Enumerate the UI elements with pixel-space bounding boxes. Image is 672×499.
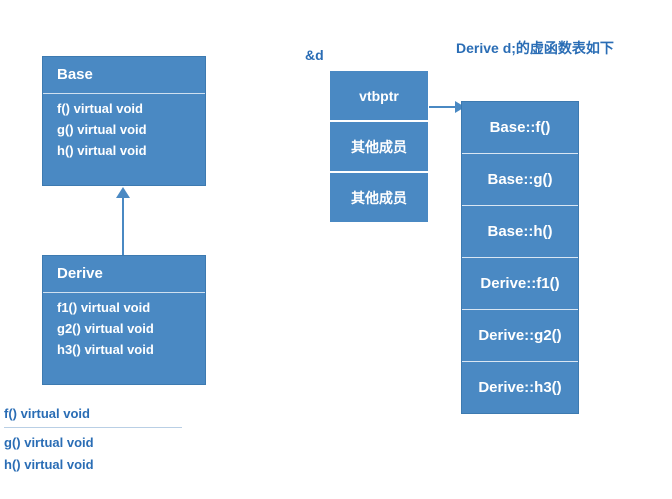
bottom-list-item: f() virtual void [4, 406, 90, 421]
class-member: h3() virtual void [57, 342, 154, 357]
object-cell-vtbptr: vtbptr [329, 70, 429, 121]
class-name-base: Base [57, 66, 93, 83]
class-member: h() virtual void [57, 143, 147, 158]
inheritance-arrowhead-icon [116, 187, 130, 198]
bottom-list-item: h() virtual void [4, 457, 94, 472]
class-box-base: Base f() virtual void g() virtual void h… [42, 56, 206, 186]
class-member: f() virtual void [57, 101, 143, 116]
vtable-entry: Derive::f1() [462, 258, 578, 310]
vtable-entry: Derive::h3() [478, 379, 562, 396]
class-member: f1() virtual void [57, 300, 151, 315]
class-name-derive: Derive [57, 265, 103, 282]
object-address-label: &d [305, 47, 324, 63]
vtable-entry: Derive::g2() [462, 310, 578, 362]
bottom-list-separator [4, 427, 182, 428]
class-box-derive: Derive f1() virtual void g2() virtual vo… [42, 255, 206, 385]
vtable-entry: Base::g() [462, 154, 578, 206]
object-cell-member-1: 其他成员 [329, 121, 429, 172]
vtable-note-label: Derive d;的虚函数表如下 [456, 40, 614, 56]
bottom-list-item: g() virtual void [4, 435, 94, 450]
vtable-entry: Base::h() [462, 206, 578, 258]
vtable-entry: Base::f() [462, 102, 578, 154]
object-cell-member-2: 其他成员 [329, 172, 429, 223]
vtable-pointer-arrowhead-icon [455, 101, 465, 113]
class-member: g2() virtual void [57, 321, 154, 336]
inheritance-line [122, 198, 124, 255]
vtable-column: Base::f() Base::g() Base::h() Derive::f1… [461, 101, 579, 414]
class-member: g() virtual void [57, 122, 147, 137]
class-members-derive: f1() virtual void g2() virtual void h3()… [43, 292, 205, 366]
class-members-base: f() virtual void g() virtual void h() vi… [43, 93, 205, 167]
vtable-pointer-line [429, 106, 461, 108]
bottom-virtual-function-list: f() virtual void g() virtual void h() vi… [4, 403, 194, 476]
